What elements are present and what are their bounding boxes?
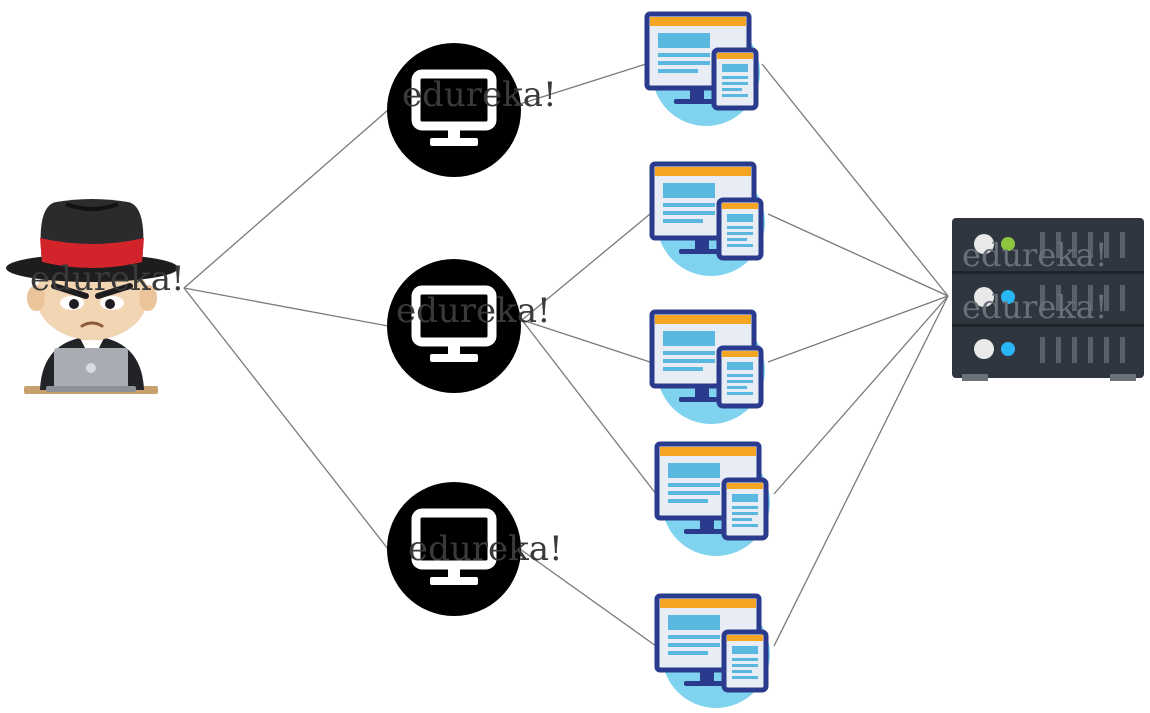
watermark-text: edureka! (962, 236, 1108, 274)
connection-line-bot-5-to-target (773, 295, 949, 647)
watermark-text: edureka! (408, 529, 563, 569)
target-server-icon (952, 218, 1144, 381)
watermark-text: edureka! (30, 259, 185, 299)
attacker-hacker-icon (6, 199, 178, 394)
bot-layer (647, 14, 770, 708)
bot-5-computer-tablet-icon (657, 596, 770, 708)
connection-line-bot-2-to-target (767, 213, 949, 297)
connection-line-handler-2-to-bot-4 (521, 319, 657, 495)
bot-2-computer-tablet-icon (652, 164, 765, 276)
connection-line-bot-4-to-target (773, 295, 949, 495)
bot-4-computer-tablet-icon (657, 444, 770, 556)
connection-line-bot-1-to-target (761, 63, 949, 297)
bot-1-computer-tablet-icon (647, 14, 760, 126)
connection-line-bot-3-to-target (767, 295, 949, 363)
connection-line-handler-3-to-bot-5 (519, 548, 657, 647)
watermark-text: edureka! (402, 75, 557, 115)
connection-lines (183, 63, 949, 647)
connection-line-handler-1-to-bot-1 (519, 63, 647, 105)
connection-line-attacker-to-handler-1 (183, 109, 389, 289)
connection-line-handler-2-to-bot-2 (521, 213, 651, 321)
watermarks: edureka! edureka! edureka! edureka! edur… (30, 75, 1108, 569)
watermark-text: edureka! (396, 291, 551, 331)
bot-3-computer-tablet-icon (652, 312, 765, 424)
connection-line-attacker-to-handler-3 (183, 287, 389, 550)
watermark-text: edureka! (962, 288, 1108, 326)
connection-line-attacker-to-handler-2 (183, 287, 389, 327)
connection-line-handler-2-to-bot-3 (521, 319, 651, 363)
